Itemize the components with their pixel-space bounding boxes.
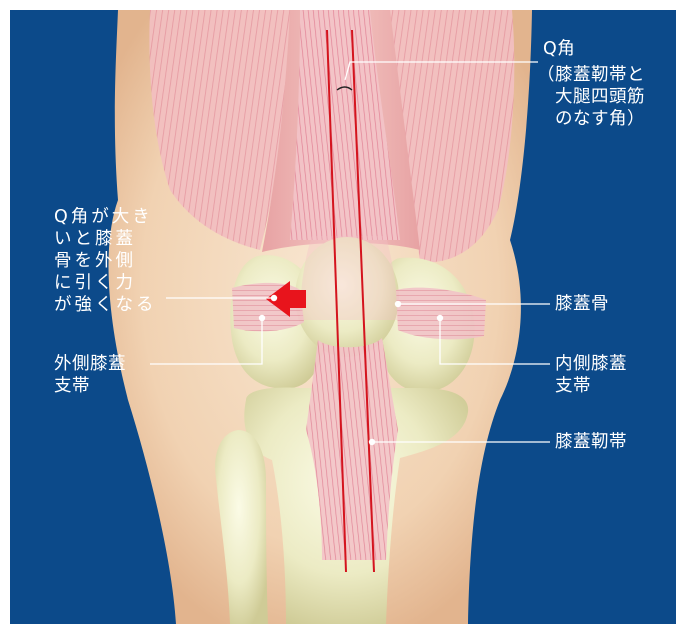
label-lateral-retinaculum: 外側膝蓋 支帯 <box>54 353 126 397</box>
tendon-over-patella <box>300 236 398 320</box>
label-medial-retinaculum: 内側膝蓋 支帯 <box>555 353 627 397</box>
dot-q-effect <box>271 295 277 301</box>
dot-tendon <box>369 439 375 445</box>
label-q-angle: Q角 <box>543 38 575 60</box>
label-q-angle-note: （膝蓋靭帯と 大腿四頭筋 のなす角） <box>537 64 645 130</box>
dot-patella <box>395 301 401 307</box>
label-patellar-tendon: 膝蓋靭帯 <box>555 431 627 453</box>
label-patella: 膝蓋骨 <box>555 293 609 315</box>
label-q-effect: Q角が大き いと膝蓋 骨を外側 に引く力 が強くなる <box>54 206 157 316</box>
dot-lateral <box>259 315 265 321</box>
dot-medial <box>437 315 443 321</box>
